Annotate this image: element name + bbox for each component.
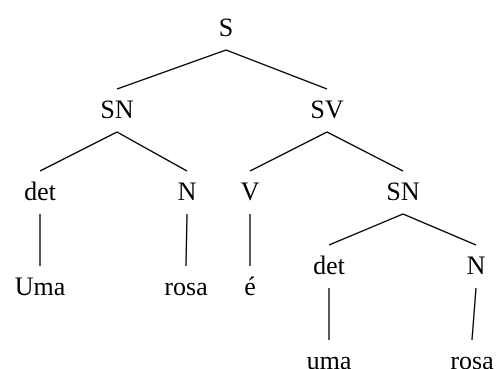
edge-sn1-det1 bbox=[39, 131, 118, 172]
tree-edges bbox=[39, 49, 477, 341]
node-sn-predicate: SN bbox=[386, 177, 419, 206]
node-sn-subject: SN bbox=[100, 95, 133, 124]
edge-s-sv bbox=[225, 49, 328, 90]
node-v: V bbox=[241, 177, 260, 206]
node-sv: SV bbox=[310, 95, 343, 124]
edge-sv-v bbox=[249, 131, 328, 172]
leaf-uma-subject: Uma bbox=[15, 272, 66, 301]
leaf-rosa-predicate: rosa bbox=[450, 346, 494, 369]
leaf-e-verb: é bbox=[244, 272, 256, 301]
leaf-uma-predicate: uma bbox=[307, 346, 352, 369]
edge-s-sn1 bbox=[116, 49, 227, 90]
edge-sv-sn2 bbox=[326, 131, 404, 172]
node-n-subject: N bbox=[178, 177, 197, 206]
edge-sn2-n2 bbox=[402, 213, 477, 246]
edge-sn2-det2 bbox=[328, 213, 404, 246]
node-n-predicate: N bbox=[467, 251, 486, 280]
leaf-rosa-subject: rosa bbox=[164, 272, 208, 301]
node-det-predicate: det bbox=[313, 251, 346, 280]
edge-sn1-n1 bbox=[116, 131, 188, 172]
node-det-subject: det bbox=[24, 177, 57, 206]
edge-n2-w_rosa2 bbox=[471, 287, 477, 341]
node-s: S bbox=[219, 13, 233, 42]
edge-n1-w_rosa1 bbox=[185, 213, 188, 267]
